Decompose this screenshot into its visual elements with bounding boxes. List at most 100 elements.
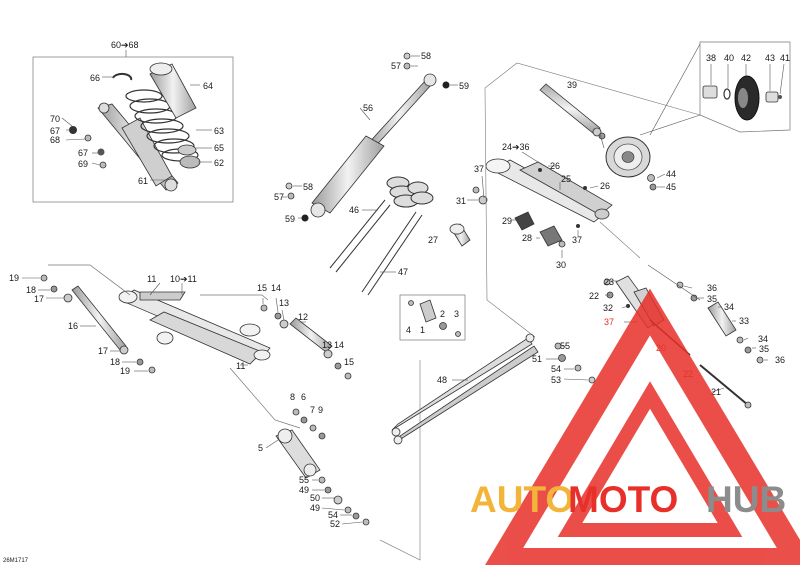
- rear-shock-part-56: [282, 52, 458, 222]
- label-15b: 15: [344, 357, 354, 367]
- label-37a: 37: [474, 164, 484, 174]
- spacer-part-27: [449, 223, 471, 247]
- link-fasteners: [546, 342, 596, 384]
- link-rod-part-48: [391, 333, 539, 445]
- label-30: 30: [556, 260, 566, 270]
- automotohub-watermark: AUTO MOTO HUB: [470, 288, 800, 565]
- label-31: 31: [456, 196, 466, 206]
- label-17a: 17: [34, 294, 44, 304]
- washer-part-68: [84, 134, 92, 142]
- label-35b: 35: [759, 344, 769, 354]
- label-55b: 55: [299, 475, 309, 485]
- label-66: 66: [90, 73, 100, 83]
- label-35a: 35: [707, 294, 717, 304]
- label-9: 9: [318, 405, 323, 415]
- callout-labels: 60➔68 66 64 63 65 62 61 70 67 68 67 69 5…: [3, 40, 790, 564]
- adjuster-part-62: [179, 155, 201, 169]
- label-62: 62: [214, 158, 224, 168]
- bushing-part-67b: [97, 148, 105, 156]
- label-23: 23: [604, 277, 614, 287]
- label-49b: 49: [310, 503, 320, 513]
- washer-part-69: [99, 161, 107, 169]
- label-11b: 11: [236, 361, 245, 371]
- watermark-hub: HUB: [706, 479, 786, 520]
- rear-arm-part-10: [48, 264, 301, 429]
- label-14b: 14: [334, 340, 344, 350]
- label-57b: 57: [274, 192, 284, 202]
- label-68: 68: [50, 135, 60, 145]
- label-45: 45: [666, 182, 676, 192]
- label-12: 12: [298, 312, 308, 322]
- label-25: 25: [561, 174, 571, 184]
- label-36a: 36: [707, 283, 717, 293]
- label-34b: 34: [758, 334, 768, 344]
- label-33: 33: [739, 316, 749, 326]
- label-16: 16: [68, 321, 78, 331]
- spring-cover-part-64: [149, 62, 197, 119]
- label-26b: 26: [600, 181, 610, 191]
- label-8: 8: [290, 392, 295, 402]
- label-64: 64: [203, 81, 213, 91]
- label-56: 56: [363, 103, 373, 113]
- clip-part-66: [112, 72, 133, 81]
- label-38: 38: [706, 53, 716, 63]
- label-37b: 37: [572, 235, 582, 245]
- label-27: 27: [428, 235, 438, 245]
- label-19a: 19: [9, 273, 19, 283]
- label-58b: 58: [303, 182, 313, 192]
- label-60-68: 60➔68: [111, 40, 139, 50]
- label-47: 47: [398, 267, 408, 277]
- label-1: 1: [420, 325, 425, 335]
- axle-part-39: [539, 83, 606, 140]
- shaft-part-12: [260, 297, 352, 380]
- label-13a: 13: [279, 298, 289, 308]
- label-21: 21: [711, 387, 721, 397]
- label-54a: 54: [551, 364, 561, 374]
- label-29: 29: [502, 216, 512, 226]
- label-28: 28: [522, 233, 532, 243]
- pivot-arm-part-5: [265, 408, 370, 526]
- label-67a: 67: [50, 126, 60, 136]
- label-59a: 59: [459, 81, 469, 91]
- front-arm-part-25: [467, 151, 613, 258]
- label-19b: 19: [120, 366, 130, 376]
- ring-part-65: [177, 144, 197, 156]
- label-7: 7: [310, 405, 315, 415]
- label-57a: 57: [391, 61, 401, 71]
- shock-absorber-part-61: [97, 102, 179, 192]
- label-32: 32: [603, 303, 613, 313]
- label-67b: 67: [78, 148, 88, 158]
- label-11a: 11: [147, 274, 156, 284]
- shock-kit-box: [32, 50, 234, 203]
- label-10-11: 10➔11: [170, 274, 197, 284]
- watermark-moto: MOTO: [568, 479, 678, 520]
- label-54b: 54: [328, 510, 338, 520]
- label-48: 48: [437, 375, 447, 385]
- label-26a: 26: [550, 161, 560, 171]
- label-40: 40: [724, 53, 734, 63]
- label-43: 43: [765, 53, 775, 63]
- label-44: 44: [666, 169, 676, 179]
- label-69: 69: [78, 159, 88, 169]
- label-14a: 14: [271, 283, 281, 293]
- label-61: 61: [138, 176, 148, 186]
- label-3: 3: [454, 309, 459, 319]
- label-65: 65: [214, 143, 224, 153]
- label-50: 50: [310, 493, 320, 503]
- document-code: 26M1717: [3, 558, 29, 564]
- label-22a: 22: [589, 291, 599, 301]
- label-17b: 17: [98, 346, 108, 356]
- label-24-36: 24➔36: [502, 142, 530, 152]
- wheel-kit-box: [639, 41, 791, 136]
- label-52: 52: [330, 519, 340, 529]
- triangle-logo-icon: [485, 288, 800, 565]
- label-42: 42: [741, 53, 751, 63]
- label-4: 4: [406, 325, 411, 335]
- idler-wheel: [605, 136, 651, 178]
- label-46: 46: [349, 205, 359, 215]
- shaft-part-16: [22, 274, 156, 374]
- label-13b: 13: [322, 340, 332, 350]
- label-49a: 49: [299, 485, 309, 495]
- torsion-spring-part-46: [329, 176, 434, 296]
